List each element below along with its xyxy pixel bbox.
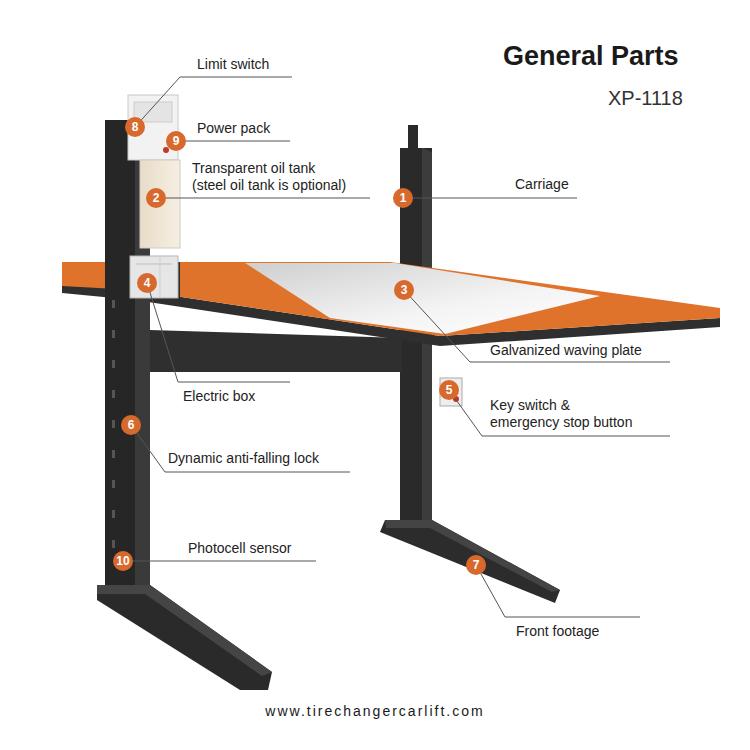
model-number: XP-1118 [608,86,683,110]
callout-circle-shape [394,280,414,300]
title: General Parts [503,40,679,72]
part-name: Transparent oil tank (steel oil tank is … [192,160,350,194]
callout-number: 4 [136,272,158,294]
callout-number: 7 [465,554,487,576]
callout-circle-shape [166,131,186,151]
part-name: Key switch & emergency stop button [490,397,637,431]
callout-marker: 5 [438,379,460,401]
callout-number: 2 [145,187,167,209]
part-name: Limit switch [197,56,269,73]
left-post [97,120,272,690]
callout-marker: 1 [392,187,414,209]
part-name: Dynamic anti-falling lock [168,450,319,467]
callout-marker: 4 [136,272,158,294]
callout-circle-shape [121,415,141,435]
callout-marker: 7 [465,554,487,576]
callout-number: 8 [124,116,146,138]
callout-circle-shape [466,555,486,575]
callout-marker: 10 [112,550,134,572]
callout-number: 9 [165,130,187,152]
callout-number: 6 [120,414,142,436]
cross-beam [150,330,402,372]
callout-number: 3 [393,279,415,301]
electric-box-drawing [130,256,178,298]
callout-circle-shape [393,188,413,208]
callout-number: 1 [392,187,414,209]
callout-marker: 9 [165,130,187,152]
callout-marker: 8 [124,116,146,138]
part-name: Photocell sensor [188,540,292,557]
part-name: Front footage [516,623,599,640]
callout-marker: 3 [393,279,415,301]
callout-marker: 6 [120,414,142,436]
callout-circle-shape [113,551,133,571]
part-name: Carriage [515,176,569,193]
part-name: Galvanized waving plate [490,342,642,359]
part-name: Power pack [197,120,270,137]
callout-circle-shape [125,117,145,137]
callout-circle-shape [146,188,166,208]
right-post [380,125,560,603]
watermark: www.tirechangercarlift.com [0,703,750,720]
callout-marker: 2 [145,187,167,209]
callout-circle-shape [137,273,157,293]
callout-number: 5 [438,379,460,401]
callout-number: 10 [112,550,134,572]
leader-lines [123,77,670,617]
callout-circle-shape [439,380,459,400]
part-name: Electric box [183,388,255,405]
